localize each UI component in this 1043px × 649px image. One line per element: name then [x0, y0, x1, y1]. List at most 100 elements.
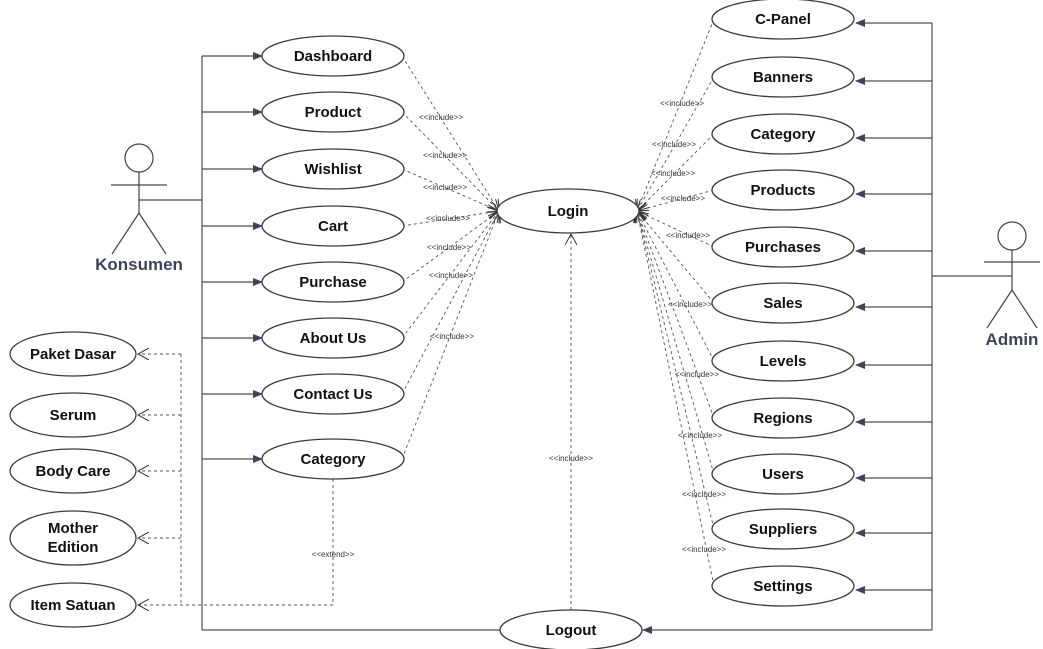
use-case-label: Sales: [763, 295, 802, 312]
use-case-label: Suppliers: [749, 521, 817, 538]
use-case-shape[interactable]: [261, 205, 405, 247]
use-case-logout[interactable]: Logout: [499, 609, 643, 649]
use-case-shape[interactable]: [9, 331, 137, 377]
relation-label: <<include>>: [668, 300, 712, 309]
use-case-shape[interactable]: [711, 397, 855, 439]
use-case-shape[interactable]: [711, 340, 855, 382]
use-case-shape[interactable]: [261, 317, 405, 359]
actor-associations: [139, 19, 1012, 634]
use-case-shape[interactable]: [261, 261, 405, 303]
use-case-label: Users: [762, 466, 804, 483]
use-case-shape[interactable]: [9, 448, 137, 494]
use-case-label: Mother: [48, 520, 98, 537]
use-case-shape[interactable]: [711, 565, 855, 607]
use-case-product[interactable]: Product: [261, 91, 405, 133]
relation-label: <<include>>: [427, 243, 471, 252]
use-case-shape[interactable]: [711, 508, 855, 550]
actor-konsumen-label: Konsumen: [95, 255, 183, 274]
use-case-login[interactable]: Login: [496, 188, 640, 234]
use-case-label: Dashboard: [294, 48, 372, 65]
use-case-label: Regions: [753, 410, 812, 427]
use-case-dashboard[interactable]: Dashboard: [261, 35, 405, 77]
use-case-category[interactable]: Category: [261, 438, 405, 480]
use-case-contact-us[interactable]: Contact Us: [261, 373, 405, 415]
use-case-c-panel[interactable]: C-Panel: [711, 0, 855, 40]
actor-admin-label: Admin: [986, 330, 1039, 349]
use-case-paket-dasar[interactable]: Paket Dasar: [9, 331, 137, 377]
use-case-serum[interactable]: Serum: [9, 392, 137, 438]
relation-label: <<include>>: [652, 140, 696, 149]
use-case-banners[interactable]: Banners: [711, 56, 855, 98]
use-case-label: Banners: [753, 69, 813, 86]
use-case-label: Products: [750, 182, 815, 199]
include-extend-relations: [138, 18, 715, 610]
relation-label: <<include>>: [682, 490, 726, 499]
use-case-shape[interactable]: [9, 392, 137, 438]
relation-label: <<include>>: [549, 454, 593, 463]
use-case-shape[interactable]: [711, 282, 855, 324]
use-case-label: Paket Dasar: [30, 346, 116, 363]
use-case-shape[interactable]: [711, 0, 855, 40]
relation-label: <<include>>: [423, 151, 467, 160]
use-case-label: Edition: [48, 539, 99, 556]
use-case-suppliers[interactable]: Suppliers: [711, 508, 855, 550]
use-case-shape[interactable]: [261, 438, 405, 480]
use-case-shape[interactable]: [711, 113, 855, 155]
use-case-label: Body Care: [35, 463, 110, 480]
relation-label: <<include>>: [666, 231, 710, 240]
use-case-wishlist[interactable]: Wishlist: [261, 148, 405, 190]
use-case-levels[interactable]: Levels: [711, 340, 855, 382]
use-case-shape[interactable]: [499, 609, 643, 649]
use-case-shape[interactable]: [261, 91, 405, 133]
use-case-label: Logout: [546, 622, 597, 639]
use-case-label: Settings: [753, 578, 812, 595]
use-case-shape[interactable]: [711, 169, 855, 211]
use-case-label: Wishlist: [304, 161, 361, 178]
use-case-shape[interactable]: [261, 373, 405, 415]
use-case-purchases[interactable]: Purchases: [711, 226, 855, 268]
use-case-shape[interactable]: [496, 188, 640, 234]
use-case-shape[interactable]: [9, 582, 137, 628]
relation-labels: <<include>> <<include>> <<include>> <<inclu…: [312, 99, 727, 559]
use-case-label: Item Satuan: [30, 597, 115, 614]
use-case-label: Product: [305, 104, 362, 121]
use-case-label: Login: [548, 203, 589, 220]
use-case-body-care[interactable]: Body Care: [9, 448, 137, 494]
use-case-shape[interactable]: [711, 453, 855, 495]
use-case-label: C-Panel: [755, 11, 811, 28]
use-case-products[interactable]: Products: [711, 169, 855, 211]
use-case-shape[interactable]: [711, 226, 855, 268]
use-case-label: Levels: [760, 353, 807, 370]
use-case-label: Category: [750, 126, 816, 143]
use-case-sales[interactable]: Sales: [711, 282, 855, 324]
use-case-label: Contact Us: [293, 386, 372, 403]
use-case-regions[interactable]: Regions: [711, 397, 855, 439]
relation-label: <<include>>: [426, 214, 470, 223]
relation-label: <<include>>: [660, 99, 704, 108]
use-case-item-satuan[interactable]: Item Satuan: [9, 582, 137, 628]
use-case-ellipses: DashboardProductWishlistCartPurchaseAbou…: [9, 0, 855, 649]
use-case-shape[interactable]: [261, 148, 405, 190]
use-case-shape[interactable]: [711, 56, 855, 98]
use-case-cart[interactable]: Cart: [261, 205, 405, 247]
relation-label: <<include>>: [430, 332, 474, 341]
use-case-label: Purchase: [299, 274, 367, 291]
use-case-shape[interactable]: [261, 35, 405, 77]
use-case-label: About Us: [300, 330, 367, 347]
use-case-settings[interactable]: Settings: [711, 565, 855, 607]
relation-label: <<include>>: [429, 271, 473, 280]
use-case-label: Cart: [318, 218, 348, 235]
relation-label: <<include>>: [661, 194, 705, 203]
use-case-purchase[interactable]: Purchase: [261, 261, 405, 303]
use-case-about-us[interactable]: About Us: [261, 317, 405, 359]
relation-label: <<include>>: [419, 113, 463, 122]
actor-konsumen-head: [124, 143, 154, 173]
use-case-category[interactable]: Category: [711, 113, 855, 155]
use-case-users[interactable]: Users: [711, 453, 855, 495]
use-case-label: Category: [300, 451, 366, 468]
relation-label: <<include>>: [675, 370, 719, 379]
use-case-shape[interactable]: [9, 510, 137, 566]
use-case-label: Purchases: [745, 239, 821, 256]
relation-label: <<include>>: [682, 545, 726, 554]
